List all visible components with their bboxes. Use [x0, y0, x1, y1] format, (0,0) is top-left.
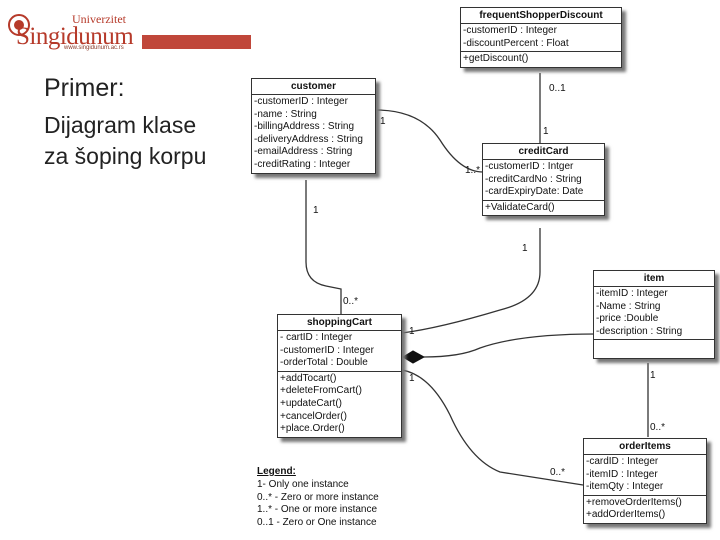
assoc-cart-item [423, 333, 596, 358]
logo-url: www.singidunum.ac.rs [64, 45, 124, 51]
attribute: -billingAddress : String [254, 121, 355, 133]
method: +removeOrderItems() [586, 496, 682, 508]
attribute: - cartID : Integer [280, 332, 353, 343]
assoc-customer-creditcard [375, 109, 484, 173]
class-shoppingCart: shoppingCart - cartID : Integer -custome… [277, 314, 402, 438]
legend-entry: 0..1 - Zero or One instance [257, 517, 377, 529]
class-creditCard: creditCard -customerID : Intger -creditC… [482, 143, 605, 217]
method: +getDiscount() [463, 53, 529, 65]
legend-entry: 0..* - Zero or more instance [257, 491, 379, 503]
attribute: -price :Double [596, 313, 659, 325]
legend-entry: 1- Only one instance [257, 478, 349, 490]
class-methods: +ValidateCard() [483, 201, 604, 216]
attribute: -cardExpiryDate: Date [485, 186, 584, 198]
attribute: -deliveryAddress : String [254, 133, 363, 145]
multiplicity-label: 0..1 [549, 83, 566, 94]
class-methods: +getDiscount() [461, 52, 621, 67]
multiplicity-label: 1 [522, 243, 528, 254]
attribute: -Name : String [596, 300, 661, 312]
legend: Legend: 1- Only one instance 0..* - Zero… [257, 466, 379, 530]
class-name: shoppingCart [278, 315, 401, 331]
method: +cancelOrder() [280, 410, 347, 422]
attribute: -emailAddress : String [254, 146, 353, 158]
slide-title: Primer: [44, 74, 125, 102]
attribute: -creditCardNo : String [485, 173, 582, 185]
multiplicity-label: 0..* [343, 296, 359, 307]
method: +updateCart() [280, 397, 342, 409]
attribute: -customerID : Integer [254, 96, 348, 107]
class-attributes: -customerID : Integer -discountPercent :… [461, 24, 621, 53]
assoc-cart-orderitems [401, 369, 584, 486]
method: +place.Order() [280, 423, 345, 435]
logo-name: Singidunum [16, 23, 134, 50]
attribute: -customerID : Integer [280, 344, 374, 356]
attribute: -creditRating : Integer [254, 158, 351, 170]
seal-icon [8, 14, 30, 36]
class-item: item -itemID : Integer -Name : String -p… [593, 270, 715, 360]
method: +ValidateCard() [485, 201, 555, 213]
subtitle-line: za šoping korpu [44, 143, 207, 169]
multiplicity-label: 1 [380, 116, 386, 127]
class-name: item [594, 271, 714, 287]
attribute: -name : String [254, 108, 317, 120]
legend-title: Legend: [257, 466, 296, 477]
attribute: -discountPercent : Float [463, 37, 569, 49]
attribute: -description : String [596, 325, 683, 337]
logo-bar [142, 35, 251, 49]
multiplicity-label: 0..* [550, 467, 566, 478]
class-name: customer [252, 79, 375, 95]
university-logo: Univerzitet Singidunum www.singidunum.ac… [6, 10, 251, 55]
class-methods: +addTocart() +deleteFromCart() +updateCa… [278, 372, 401, 437]
method: +addOrderItems() [586, 509, 666, 521]
multiplicity-label: 0..* [650, 422, 666, 433]
class-name: frequentShopperDiscount [461, 8, 621, 24]
multiplicity-label: 1 [650, 370, 656, 381]
method: +deleteFromCart() [280, 385, 362, 397]
class-attributes: - cartID : Integer -customerID : Integer… [278, 331, 401, 372]
method: +addTocart() [280, 372, 337, 384]
attribute: -itemQty : Integer [586, 481, 664, 493]
assoc-customer-cart [305, 180, 342, 314]
class-name: orderItems [584, 439, 706, 455]
class-attributes: -customerID : Intger -creditCardNo : Str… [483, 160, 604, 201]
attribute: -orderTotal : Double [280, 357, 368, 369]
class-methods [594, 340, 714, 358]
multiplicity-label: 1..* [465, 165, 481, 176]
multiplicity-label: 1 [409, 373, 415, 384]
composition-diamond-icon [402, 350, 426, 364]
attribute: -itemID : Integer [586, 468, 658, 480]
attribute: -cardID : Integer [586, 456, 659, 467]
legend-entry: 1..* - One or more instance [257, 504, 378, 516]
subtitle-line: Dijagram klase [44, 112, 197, 138]
multiplicity-label: 1 [313, 205, 319, 216]
class-orderItems: orderItems -cardID : Integer -itemID : I… [583, 438, 707, 524]
logo-top-text: Univerzitet [72, 12, 126, 26]
assoc-creditcard-cart [401, 228, 541, 334]
class-attributes: -cardID : Integer -itemID : Integer -ite… [584, 455, 706, 496]
class-frequentShopperDiscount: frequentShopperDiscount -customerID : In… [460, 7, 622, 68]
attribute: -customerID : Integer [463, 25, 557, 36]
attribute: -customerID : Intger [485, 161, 574, 172]
multiplicity-label: 1 [409, 326, 415, 337]
class-customer: customer -customerID : Integer -name : S… [251, 78, 376, 174]
slide-subtitle: Dijagram klase za šoping korpu [44, 110, 206, 172]
class-attributes: -itemID : Integer -Name : String -price … [594, 287, 714, 341]
class-name: creditCard [483, 144, 604, 160]
multiplicity-label: 1 [543, 126, 549, 137]
attribute: -itemID : Integer [596, 288, 668, 299]
class-attributes: -customerID : Integer -name : String -bi… [252, 95, 375, 173]
class-methods: +removeOrderItems() +addOrderItems() [584, 496, 706, 523]
